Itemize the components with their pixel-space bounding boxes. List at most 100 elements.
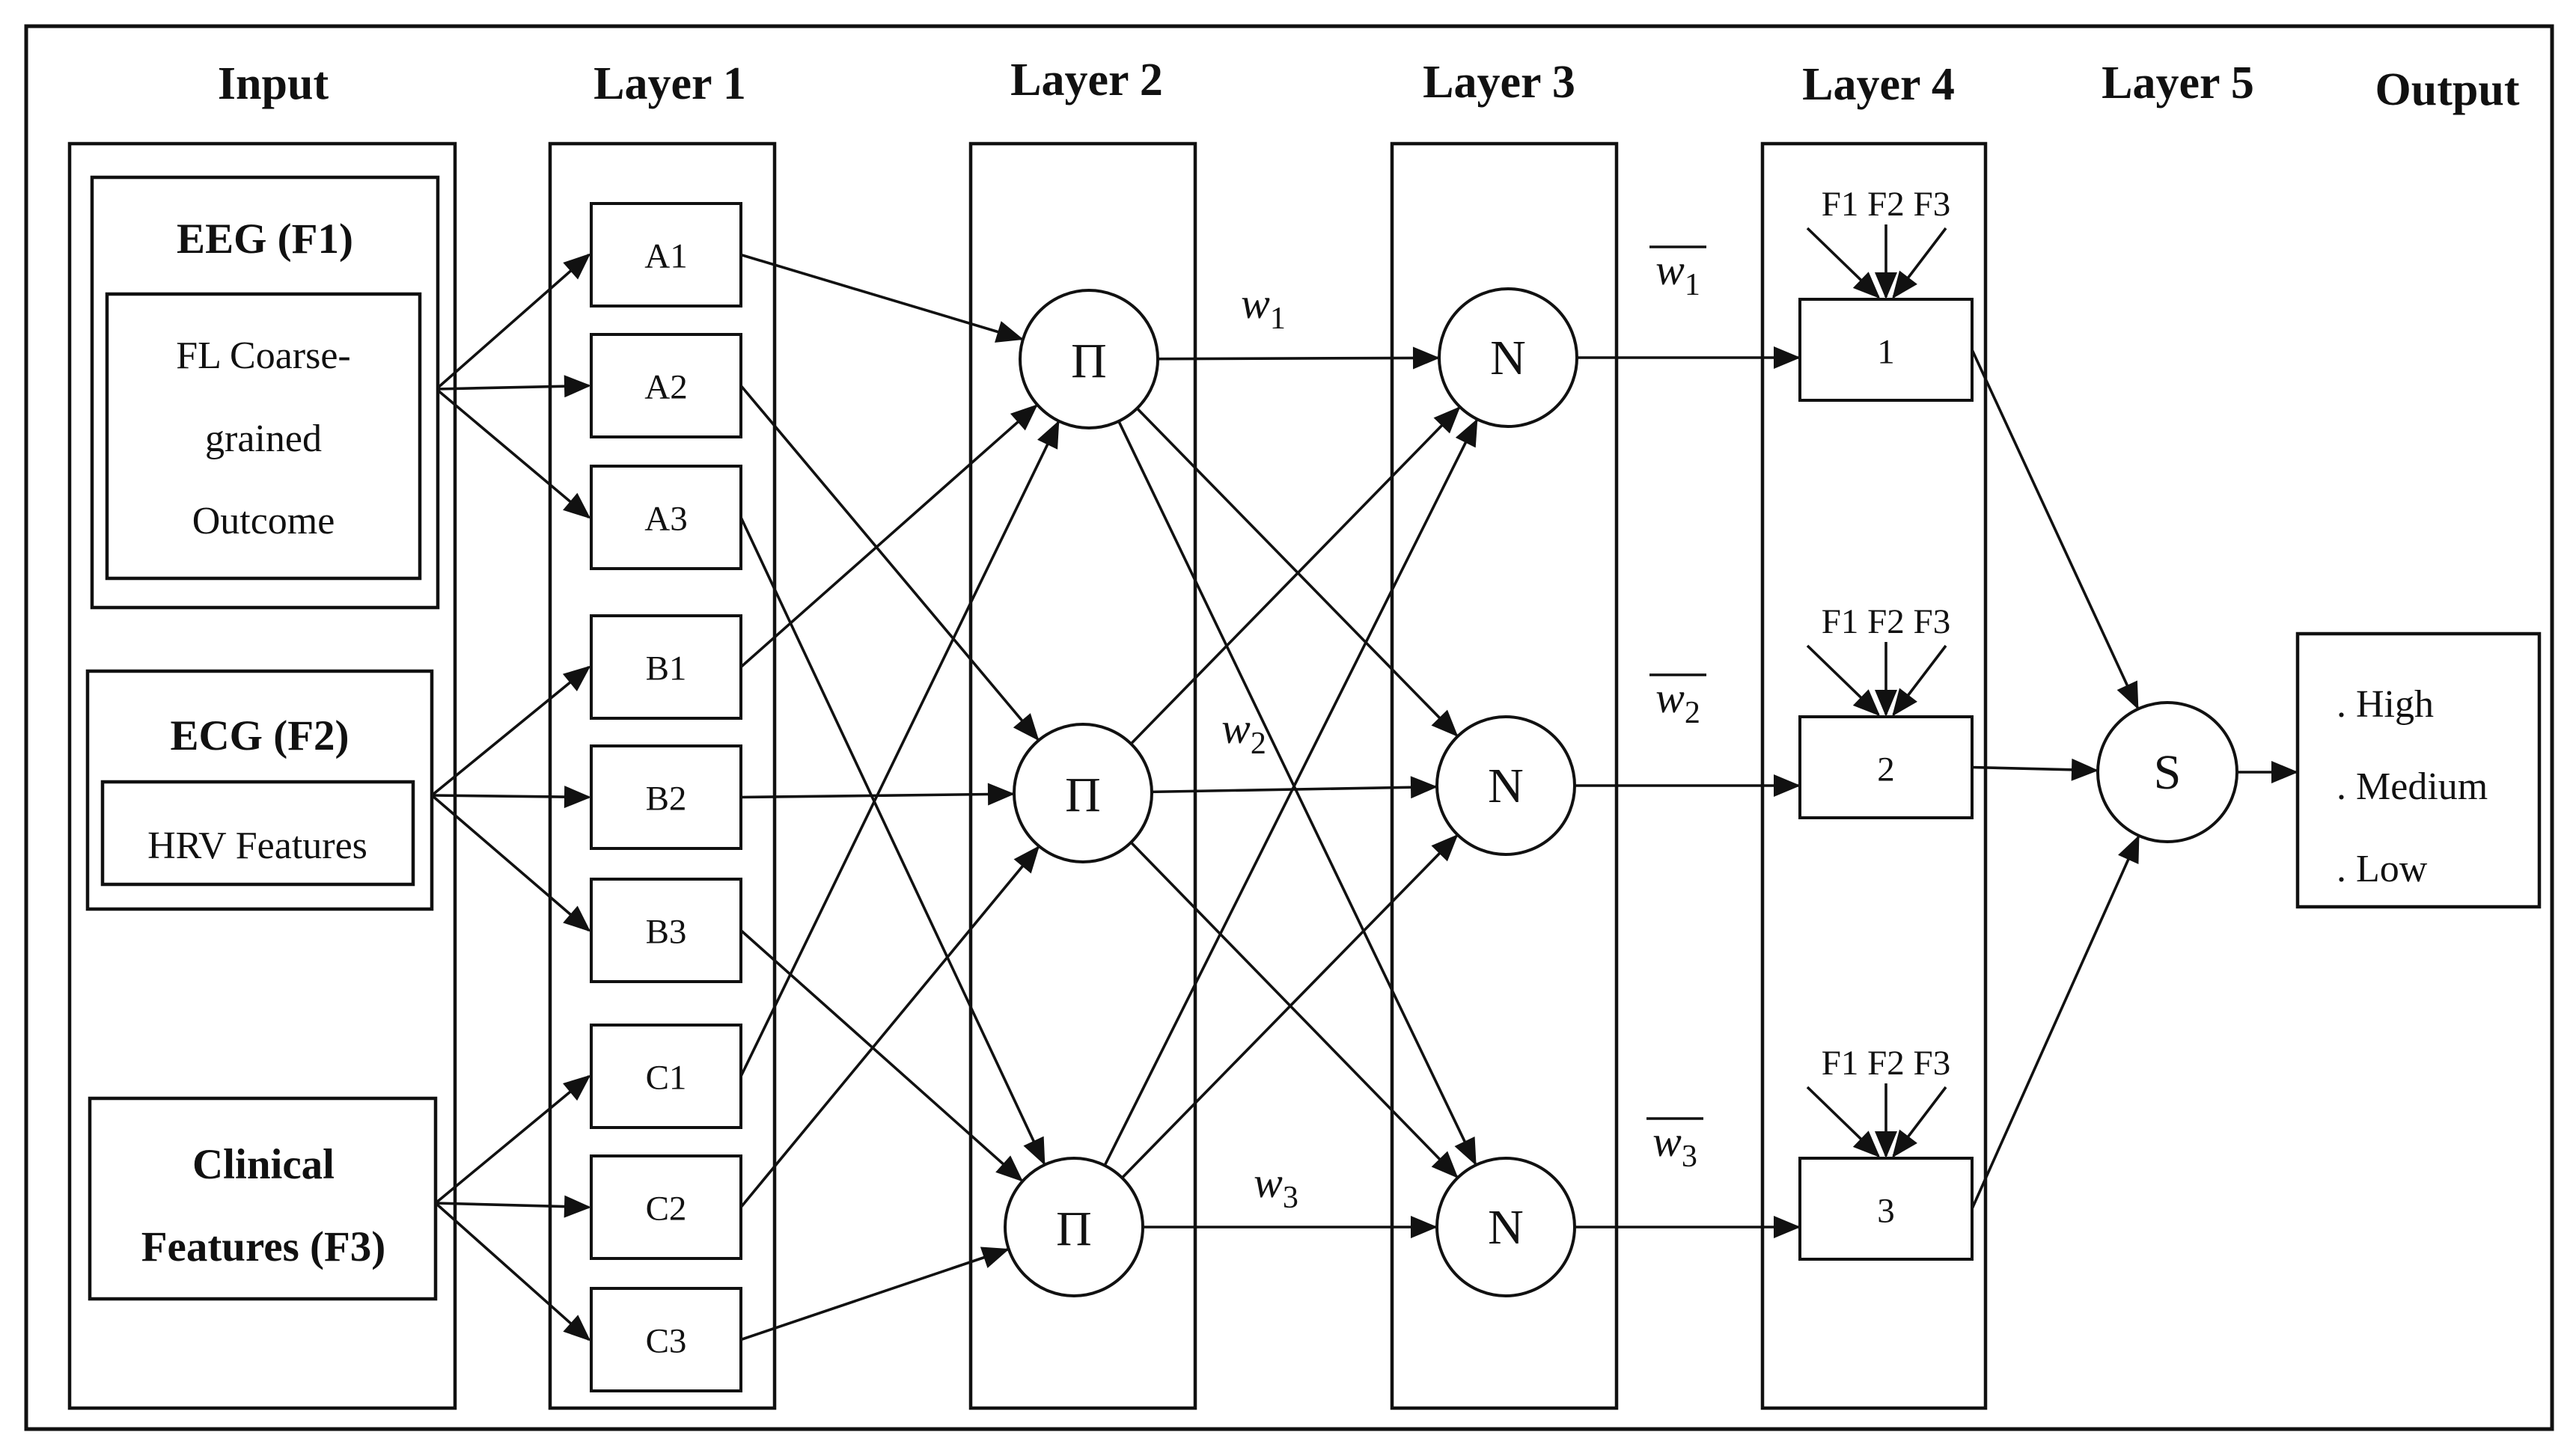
conseq-box bbox=[1798, 298, 1974, 402]
mf-node-A3: A3 bbox=[590, 465, 742, 570]
feature-arrow-1-3 bbox=[1892, 227, 1947, 299]
conseq2-to-sum bbox=[1971, 758, 2099, 781]
input-to-A3 bbox=[435, 388, 591, 519]
product-symbol: Π bbox=[1065, 768, 1101, 822]
input-to-C1 bbox=[434, 1074, 591, 1205]
norm-symbol: N bbox=[1488, 759, 1524, 813]
weight-w1: w1 bbox=[1241, 279, 1286, 336]
output-medium: . Medium bbox=[2337, 765, 2488, 808]
mf-node-C2: C2 bbox=[590, 1154, 742, 1260]
ecg-title: ECG (F2) bbox=[170, 712, 349, 759]
norm-circle bbox=[1435, 1157, 1576, 1297]
weight-w3: w3 bbox=[1254, 1158, 1298, 1215]
eeg-sub-box bbox=[105, 292, 422, 581]
mf-node-C1: C1 bbox=[590, 1024, 742, 1129]
conseq-node-1: F1 F2 F31 bbox=[1798, 185, 1974, 402]
A3-to-rule3 bbox=[739, 516, 1046, 1166]
mf-label: C1 bbox=[646, 1059, 687, 1098]
output-block: . High . Medium . Low bbox=[2295, 631, 2542, 909]
ecg-sub-box bbox=[100, 780, 415, 887]
clinical-block: Clinical Features (F3) bbox=[88, 1096, 438, 1301]
mf-box bbox=[590, 1154, 742, 1260]
connections bbox=[430, 224, 2298, 1342]
feature-arrow-2-3 bbox=[1892, 644, 1947, 717]
outer-frame bbox=[24, 24, 2554, 1431]
rule2-to-norm3 bbox=[1129, 841, 1459, 1178]
mf-box bbox=[590, 333, 742, 438]
eeg-sub-line1: FL Coarse- bbox=[176, 334, 350, 377]
header-layer4: Layer 4 bbox=[1802, 59, 1955, 110]
header-layer2: Layer 2 bbox=[1010, 55, 1163, 105]
mf-label: B3 bbox=[646, 913, 687, 952]
eeg-block: EEG (F1) FL Coarse- grained Outcome bbox=[90, 175, 440, 610]
header-layer1: Layer 1 bbox=[593, 58, 746, 109]
mf-box bbox=[590, 878, 742, 983]
clinical-line1: Clinical bbox=[192, 1141, 335, 1188]
mf-box bbox=[590, 614, 742, 720]
weight-wbar1: w1 bbox=[1655, 245, 1700, 302]
rule3-to-norm2 bbox=[1121, 834, 1459, 1179]
rule-node-1: Π bbox=[1019, 289, 1159, 429]
header-layer5: Layer 5 bbox=[2102, 58, 2254, 108]
mf-box bbox=[590, 1024, 742, 1129]
weight-wbar2: w2 bbox=[1655, 673, 1700, 730]
rule1-to-norm2 bbox=[1136, 407, 1459, 737]
input-to-B3 bbox=[430, 794, 591, 932]
weight-labels: w1 w1 w2 w2 w3 w3 bbox=[1221, 245, 1706, 1215]
input-to-B2 bbox=[431, 786, 591, 809]
layer3-nodes: N N N bbox=[1435, 287, 1578, 1297]
conseq-node-3: F1 F2 F3 3 bbox=[1798, 1044, 1974, 1261]
ecg-sub: HRV Features bbox=[147, 825, 367, 867]
norm-symbol: N bbox=[1490, 331, 1526, 385]
rule-node-3: Π bbox=[1004, 1157, 1144, 1297]
clinical-line2: Features (F3) bbox=[141, 1223, 386, 1270]
conseq-label: 3 bbox=[1877, 1192, 1895, 1231]
conseq3-to-sum bbox=[1971, 834, 2140, 1210]
rule3-to-norm1 bbox=[1103, 418, 1478, 1166]
C3-to-rule3 bbox=[740, 1246, 1010, 1342]
mf-node-B2: B2 bbox=[590, 744, 742, 850]
mf-label: B2 bbox=[646, 780, 687, 819]
norm-node-3: N bbox=[1435, 1157, 1576, 1297]
rule1-to-norm3 bbox=[1117, 420, 1477, 1166]
mf-node-A2: A2 bbox=[590, 333, 742, 438]
conseq-box bbox=[1798, 1157, 1974, 1261]
eeg-sub-line3: Outcome bbox=[192, 500, 335, 542]
mf-box bbox=[590, 465, 742, 570]
mf-node-B3: B3 bbox=[590, 878, 742, 983]
output-low: . Low bbox=[2337, 848, 2428, 890]
product-symbol: Π bbox=[1071, 334, 1107, 388]
mf-label: A1 bbox=[644, 237, 687, 276]
mf-box bbox=[590, 1287, 742, 1392]
mf-box bbox=[590, 202, 742, 308]
feature-arrow-3-1 bbox=[1806, 1086, 1881, 1158]
norm-symbol: N bbox=[1488, 1200, 1524, 1255]
feature-arrow-2-1 bbox=[1806, 644, 1881, 717]
mf-node-A1: A1 bbox=[590, 202, 742, 308]
mf-box bbox=[590, 744, 742, 850]
conseq-box bbox=[1798, 715, 1974, 819]
mf-label: C3 bbox=[646, 1322, 687, 1361]
mf-label: B1 bbox=[646, 649, 687, 688]
norm-circle bbox=[1438, 287, 1578, 428]
weight-w2: w2 bbox=[1221, 704, 1266, 761]
input-to-B1 bbox=[430, 665, 591, 797]
rule-circle bbox=[1019, 289, 1159, 429]
eeg-sub-line2: grained bbox=[205, 417, 322, 460]
norm-circle bbox=[1435, 715, 1576, 856]
header-input: Input bbox=[218, 58, 329, 109]
conseq-label: 2 bbox=[1877, 750, 1895, 789]
mf-node-B1: B1 bbox=[590, 614, 742, 720]
product-symbol: Π bbox=[1056, 1202, 1092, 1256]
eeg-title: EEG (F1) bbox=[177, 215, 353, 263]
norm-node-1: N bbox=[1438, 287, 1578, 428]
input-to-A2 bbox=[436, 375, 591, 398]
input-to-A1 bbox=[435, 253, 591, 391]
feature-label: F1 F2 F3 bbox=[1822, 185, 1950, 224]
feature-label: F1 F2 F3 bbox=[1822, 1044, 1950, 1083]
weight-wbar3: w3 bbox=[1652, 1117, 1697, 1174]
sum-symbol: S bbox=[2154, 745, 2182, 800]
